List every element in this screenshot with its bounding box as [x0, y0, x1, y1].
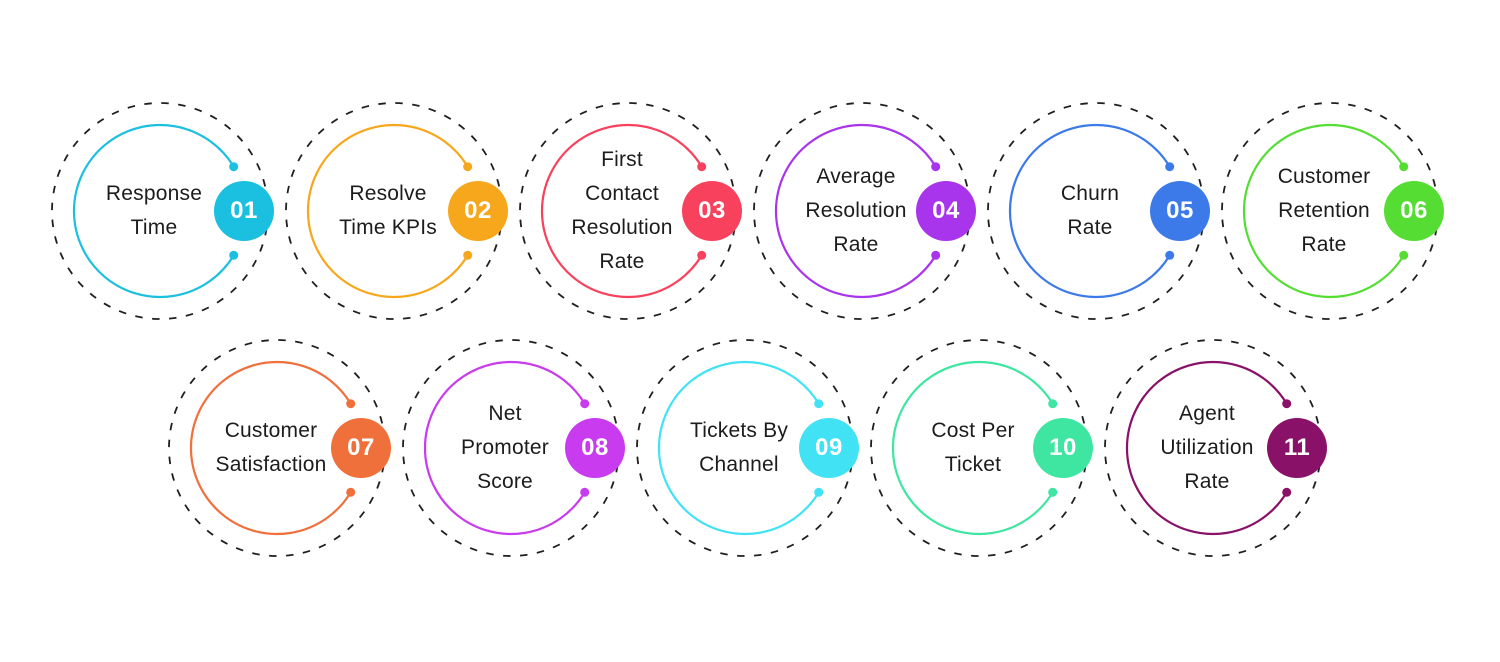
kpi-label-line: First — [601, 148, 643, 171]
kpi-label-line: Net — [488, 402, 522, 425]
kpi-item-09: Tickets By Channel 09 — [635, 338, 859, 558]
kpi-label-line: Tickets By — [689, 419, 789, 442]
kpi-label-line: Channel — [699, 453, 779, 476]
arc-end-dot-bottom — [1399, 250, 1409, 260]
kpi-label-line: Rate — [833, 233, 879, 256]
kpi-label-line: Rate — [1067, 216, 1113, 239]
arc-end-dot-top — [463, 162, 473, 172]
kpi-label-line: Agent — [1179, 402, 1235, 425]
kpi-label: Tickets By Channel — [635, 338, 843, 558]
kpi-label-line: Time — [130, 216, 178, 239]
number-badge: 06 — [1384, 181, 1444, 241]
kpi-label-line: Score — [477, 470, 533, 493]
arc-end-dot-top — [931, 162, 941, 172]
kpi-label-line: Promoter — [461, 436, 549, 459]
arc-end-dot-top — [1399, 162, 1409, 172]
arc-end-dot-bottom — [1165, 250, 1175, 260]
number-badge: 08 — [565, 418, 625, 478]
kpi-label-line: Customer — [1277, 165, 1371, 188]
number-badge: 02 — [448, 181, 508, 241]
kpi-label-line: Utilization — [1160, 436, 1254, 459]
arc-end-dot-bottom — [1048, 487, 1058, 497]
kpi-label-line: Contact — [585, 182, 659, 205]
progress-arc — [189, 360, 352, 536]
progress-arc — [891, 360, 1054, 536]
kpi-label-line: Ticket — [944, 453, 1002, 476]
arc-end-dot-top — [229, 162, 239, 172]
arc-end-dot-top — [1165, 162, 1175, 172]
kpi-label-line: Time KPIs — [339, 216, 437, 239]
number-badge: 05 — [1150, 181, 1210, 241]
progress-arc — [540, 123, 703, 299]
kpi-label-line: Resolution — [805, 199, 907, 222]
kpi-label-line: Rate — [599, 250, 645, 273]
arc-end-dot-bottom — [931, 250, 941, 260]
kpi-label-line: Cost Per — [931, 419, 1015, 442]
progress-arc — [657, 360, 820, 536]
arc-end-dot-bottom — [814, 487, 824, 497]
kpi-label-line: Rate — [1184, 470, 1230, 493]
arc-end-dot-bottom — [1282, 487, 1292, 497]
progress-arc — [306, 123, 469, 299]
number-badge: 01 — [214, 181, 274, 241]
number-badge: 07 — [331, 418, 391, 478]
number-badge: 03 — [682, 181, 742, 241]
number-badge: 11 — [1267, 418, 1327, 478]
kpi-label-line: Resolution — [571, 216, 673, 239]
kpi-label-line: Average — [816, 165, 896, 188]
kpi-label-line: Response — [105, 182, 203, 205]
arc-end-dot-top — [697, 162, 707, 172]
kpi-label-line: Customer — [224, 419, 318, 442]
progress-arc — [774, 123, 937, 299]
arc-end-dot-bottom — [463, 250, 473, 260]
kpi-label-line: Resolve — [349, 182, 427, 205]
arc-end-dot-top — [814, 399, 824, 409]
progress-arc — [1008, 123, 1171, 299]
arc-end-dot-top — [1282, 399, 1292, 409]
number-badge: 09 — [799, 418, 859, 478]
progress-arc — [1242, 123, 1405, 299]
kpi-label-line: Churn — [1060, 182, 1120, 205]
arc-end-dot-top — [1048, 399, 1058, 409]
number-badge: 04 — [916, 181, 976, 241]
number-badge: 10 — [1033, 418, 1093, 478]
arc-end-dot-bottom — [697, 250, 707, 260]
kpi-label-line: Retention — [1278, 199, 1370, 222]
kpi-label-line: Satisfaction — [215, 453, 327, 476]
kpi-label-line: Rate — [1301, 233, 1347, 256]
progress-arc — [423, 360, 586, 536]
arc-end-dot-top — [346, 399, 356, 409]
arc-end-dot-bottom — [580, 487, 590, 497]
progress-arc — [1125, 360, 1288, 536]
progress-arc — [72, 123, 235, 299]
arc-end-dot-top — [580, 399, 590, 409]
arc-end-dot-bottom — [229, 250, 239, 260]
arc-end-dot-bottom — [346, 487, 356, 497]
